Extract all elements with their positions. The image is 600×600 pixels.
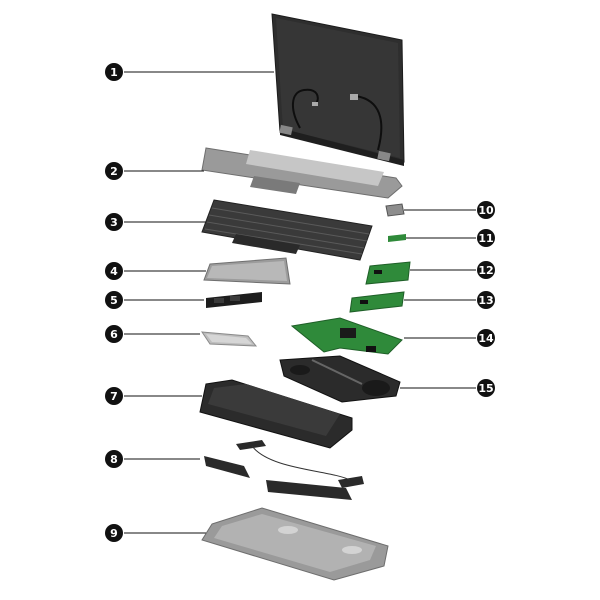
callout-2-label: 2 (110, 165, 118, 178)
small-bracket (385, 203, 405, 217)
callout-7: 7 (105, 387, 123, 405)
callout-12-label: 12 (478, 264, 493, 277)
keyboard (201, 199, 373, 261)
speakers (204, 440, 364, 500)
memory-module (206, 292, 262, 308)
callout-9-label: 9 (110, 527, 118, 540)
callout-10: 10 (477, 201, 495, 219)
callout-1-label: 1 (110, 66, 118, 79)
touchpad (203, 257, 291, 285)
callout-1: 1 (105, 63, 123, 81)
callout-3: 3 (105, 213, 123, 231)
leader-lines (124, 71, 476, 534)
callout-15-label: 15 (478, 382, 493, 395)
callout-15: 15 (477, 379, 495, 397)
callout-3-label: 3 (110, 216, 118, 229)
display-assembly (271, 13, 405, 166)
callout-4: 4 (105, 262, 123, 280)
callout-8-label: 8 (110, 453, 118, 466)
callout-14-label: 14 (478, 332, 494, 345)
small-cable (388, 234, 406, 242)
callout-6-label: 6 (110, 328, 118, 341)
callout-7-label: 7 (110, 390, 118, 403)
heatsink-fan (279, 355, 401, 403)
ssd-shield (201, 331, 258, 347)
system-board (290, 317, 403, 355)
callout-9: 9 (105, 524, 123, 542)
bottom-cover (201, 507, 389, 581)
callout-5: 5 (105, 291, 123, 309)
sub-board (349, 291, 405, 313)
callout-5-label: 5 (110, 294, 118, 307)
callout-14: 14 (477, 329, 495, 347)
top-cover (201, 147, 403, 199)
callout-2: 2 (105, 162, 123, 180)
callout-4-label: 4 (110, 265, 118, 278)
callout-13-label: 13 (478, 294, 493, 307)
battery (199, 379, 353, 449)
callout-8: 8 (105, 450, 123, 468)
callout-10-label: 10 (478, 204, 494, 217)
callout-13: 13 (477, 291, 495, 309)
io-board (365, 261, 411, 285)
callout-6: 6 (105, 325, 123, 343)
callout-11: 11 (477, 229, 495, 247)
callout-11-label: 11 (478, 232, 493, 245)
callout-12: 12 (477, 261, 495, 279)
